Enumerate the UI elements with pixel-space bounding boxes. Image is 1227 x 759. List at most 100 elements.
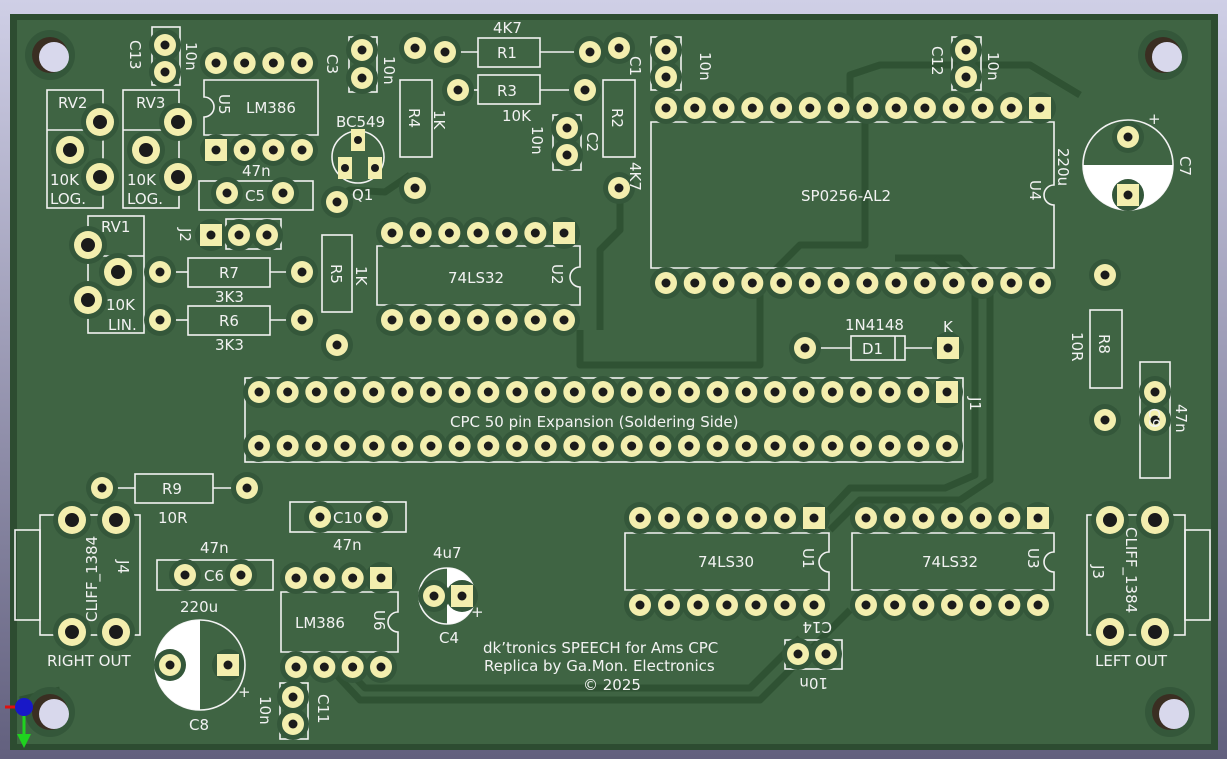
ref-c6: C6: [204, 567, 224, 585]
pad-drill: [1123, 132, 1133, 142]
pad-drill: [240, 58, 250, 68]
pad-drill: [139, 143, 153, 157]
silkscreen-labels: C13 10n U5 LM386 C3 10n RV2 10K LOG. RV3…: [47, 19, 1194, 734]
c8-plus-mark: +: [238, 683, 251, 701]
ref-r1: R1: [497, 44, 517, 62]
value-u6: LM386: [295, 614, 345, 632]
label-right-out: RIGHT OUT: [47, 652, 131, 670]
pad-drill: [357, 45, 367, 55]
value-rv1: 10K: [106, 296, 136, 314]
pad-drill: [684, 441, 694, 451]
pad-drill: [693, 513, 703, 523]
ref-j4: J4: [114, 559, 132, 574]
pad-drill: [741, 441, 751, 451]
pad-drill: [1148, 625, 1162, 639]
pad-drill: [473, 315, 483, 325]
pad-drill: [416, 315, 426, 325]
pad-drill: [455, 387, 465, 397]
ref-u1: U1: [799, 548, 817, 569]
ref-d1: D1: [862, 340, 883, 358]
ref-r7: R7: [219, 264, 239, 282]
value-r9: 10R: [158, 509, 188, 527]
ref-u2: U2: [548, 264, 566, 285]
pad-drill: [861, 513, 871, 523]
value-j1: CPC 50 pin Expansion (Soldering Side): [450, 413, 738, 431]
label-left-out: LEFT OUT: [1095, 652, 1168, 670]
pad-drill: [809, 513, 819, 523]
pad-drill: [770, 441, 780, 451]
value-rv2-taper: LOG.: [50, 190, 86, 208]
pad-drill: [541, 387, 551, 397]
pad-drill: [357, 73, 367, 83]
pad-drill: [856, 387, 866, 397]
pad-drill: [977, 278, 987, 288]
pad-drill: [1004, 600, 1014, 610]
pad-drill: [751, 600, 761, 610]
pad-drill: [776, 103, 786, 113]
pad-drill: [297, 315, 307, 325]
pad-drill: [223, 660, 233, 670]
pad-drill: [440, 47, 450, 57]
pad-drill: [949, 103, 959, 113]
mounting-holes: [25, 30, 1195, 737]
pad-drill: [947, 600, 957, 610]
pad-drill: [376, 662, 386, 672]
value-c9: 47n: [1172, 404, 1190, 433]
pad-drill: [861, 600, 871, 610]
ref-r6: R6: [219, 312, 239, 330]
pad-drill: [81, 293, 95, 307]
pad-drill: [947, 513, 957, 523]
pad-drill: [254, 441, 264, 451]
pad-drill: [862, 103, 872, 113]
value-c10: 47n: [333, 536, 362, 554]
pad-drill: [891, 278, 901, 288]
value-rv2: 10K: [50, 171, 80, 189]
pad-drill: [97, 483, 107, 493]
pad-drill: [614, 183, 624, 193]
pad-drill: [171, 170, 185, 184]
pad-drill: [751, 513, 761, 523]
pad-drill: [426, 441, 436, 451]
value-c4: 4u7: [433, 544, 462, 562]
c4-plus-mark: +: [471, 603, 484, 621]
pad-drill: [627, 387, 637, 397]
pad-drill: [278, 188, 288, 198]
mounting-hole-light: [1159, 699, 1189, 729]
value-rv1-taper: LIN.: [108, 316, 137, 334]
ref-r9: R9: [162, 480, 182, 498]
ref-rv1: RV1: [101, 218, 130, 236]
value-r3: 10K: [502, 107, 532, 125]
ref-c5: C5: [245, 187, 265, 205]
pad-drill: [332, 340, 342, 350]
pad-drill: [562, 123, 572, 133]
z-axis-dot: [15, 698, 33, 716]
value-c12: 10n: [984, 52, 1002, 81]
pad-drill: [288, 692, 298, 702]
pad-drill: [862, 278, 872, 288]
pad-drill: [856, 441, 866, 451]
pad-drill: [155, 267, 165, 277]
ref-u5: U5: [215, 94, 233, 115]
pad-drill: [1035, 278, 1045, 288]
pad-drill: [827, 387, 837, 397]
value-c11: 10n: [256, 696, 274, 725]
mounting-hole-light: [1152, 42, 1182, 72]
pad-drill: [661, 278, 671, 288]
pad-drill: [240, 145, 250, 155]
pad-drill: [376, 573, 386, 583]
pad-drill: [160, 40, 170, 50]
pad-drill: [821, 649, 831, 659]
pad-drill: [311, 387, 321, 397]
pad-drill: [410, 43, 420, 53]
pad-drill: [297, 58, 307, 68]
pad-drill: [283, 387, 293, 397]
pad-drill: [741, 387, 751, 397]
value-j4: CLIFF_1384: [83, 536, 102, 622]
pad-drill: [65, 513, 79, 527]
pad-drill: [1006, 278, 1016, 288]
pad-drill: [311, 441, 321, 451]
pad-drill: [473, 228, 483, 238]
pad-drill: [977, 103, 987, 113]
board-title-copyright: © 2025: [583, 676, 641, 694]
